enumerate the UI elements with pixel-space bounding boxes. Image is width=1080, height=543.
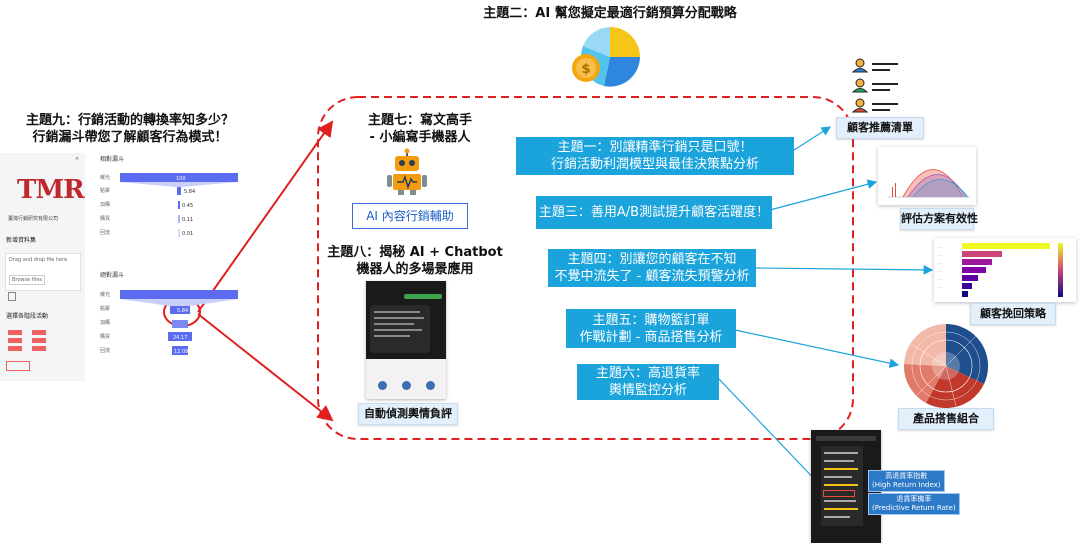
robot-icon (387, 148, 427, 195)
theme6-line1: 主題六：高退貨率 (595, 366, 700, 381)
svg-text:曝光: 曝光 (100, 174, 110, 181)
svg-text:購買: 購買 (100, 333, 110, 340)
svg-text:點擊: 點擊 (100, 305, 110, 312)
product-sunburst-chart (903, 323, 989, 408)
svg-text:-----: ----- (937, 285, 942, 289)
svg-text:-----: ----- (937, 253, 942, 257)
theme5-line2: 作戰計劃 - 商品搭售分析 (579, 329, 723, 345)
return-rate-phone-screenshot (811, 430, 881, 543)
svg-text:點擊: 點擊 (100, 187, 110, 194)
svg-text:加購: 加購 (100, 319, 110, 326)
callout1-line2: (High Return Index) (872, 481, 941, 489)
callout1-line1: 高退貨率指數 (885, 472, 928, 480)
theme4-line1: 主題四：別讓您的顧客在不知 (567, 252, 737, 267)
upload-text: Drag and drop file here (9, 257, 68, 263)
theme1-line2: 行銷活動利潤模型與最佳決策點分析 (550, 157, 759, 172)
top-theme-title: 主題二：AI 幫您擬定最適行銷預算分配戰略 (483, 6, 737, 21)
theme6-box[interactable]: 主題六：高退貨率 輿情監控分析 (577, 364, 719, 400)
churn-recovery-label: 顧客挽回策略 (970, 303, 1056, 325)
theme7-title-line1: 主題七：寫文高手 (367, 113, 472, 128)
theme8-title-line1: 主題八：揭秘 AI + Chatbot (327, 245, 503, 260)
theme7-title-line2: - 小編寫手機器人 (369, 130, 471, 145)
svg-text:加購: 加購 (100, 201, 110, 208)
ab-test-distribution-chart (878, 147, 976, 205)
close-icon[interactable]: × (75, 156, 80, 162)
theme3-line1: 主題三：善用A/B測試提升顧客活躍度！ (538, 205, 770, 220)
funnel-top-v3: 0.11 (182, 217, 193, 223)
dataset-heading: 新增資料集 (6, 237, 37, 244)
negative-sentiment-label: 自動偵測輿情負評 (358, 403, 458, 425)
ai-content-marketing-button[interactable]: AI 內容行銷輔助 (352, 203, 468, 229)
relative-funnel-title: 相對漏斗 (100, 156, 125, 163)
theme8-title-line2: 機器人的多場景應用 (356, 262, 474, 277)
churn-bar-chart: ----- ----- ----- ----- ----- ----- (934, 238, 1076, 302)
theme4-box[interactable]: 主題四：別讓您的顧客在不知 不覺中流失了 - 顧客流失預警分析 (548, 249, 756, 287)
recommendation-list-label: 顧客推薦清單 (836, 117, 924, 139)
theme4-line2: 不覺中流失了 - 顧客流失預警分析 (554, 269, 750, 284)
theme5-line1: 主題五：購物籃訂單 (592, 312, 710, 328)
product-bundle-label: 產品搭售組合 (898, 408, 994, 430)
chatbot-phone-screenshot (366, 281, 446, 399)
predictive-return-rate-callout: 退貨率機率 (Predictive Return Rate) (868, 493, 960, 515)
svg-text:-----: ----- (937, 261, 942, 265)
evaluation-effectiveness-label: 評估方案有效性 (900, 208, 978, 230)
tmr-logo: TMR (17, 175, 85, 205)
high-return-index-callout: 高退貨率指數 (High Return Index) (868, 470, 945, 492)
funnel-bottom-v1: 5.84 (177, 308, 188, 314)
theme9-title-line1: 主題九：行銷活動的轉換率知多少？ (25, 113, 234, 128)
callout2-line1: 退貨率機率 (896, 495, 932, 503)
svg-text:$: $ (581, 62, 590, 77)
theme1-box[interactable]: 主題一：別讓精準行銷只是口號！ 行銷活動利潤模型與最佳決策點分析 (516, 137, 794, 175)
dashed-frame (317, 96, 854, 440)
svg-text:回流: 回流 (100, 229, 110, 236)
funnel-top-v1: 5.84 (184, 189, 195, 195)
org-name: 臺灣行銷研究有限公司 (8, 216, 59, 222)
funnel-app-sidebar: × TMR 臺灣行銷研究有限公司 新增資料集 Drag and drop fil… (0, 153, 85, 381)
svg-text:曝光: 曝光 (100, 291, 110, 298)
run-button[interactable] (6, 361, 30, 371)
upload-dropzone[interactable]: Drag and drop file here Browse files (5, 253, 81, 291)
customer-list-icon (851, 58, 898, 113)
funnel-bottom-v3: 24.17 (173, 335, 187, 341)
funnel-top-v0: 100 (176, 176, 186, 182)
theme9-title-line2: 行銷漏斗帶您了解顧客行為模式！ (32, 130, 228, 145)
theme6-line2: 輿情監控分析 (608, 383, 687, 398)
funnel-bottom-v4: 12.09 (174, 349, 188, 355)
file-icon (8, 292, 16, 301)
pie-coin-icon: $ (572, 27, 640, 87)
funnel-top-v2: 0.45 (182, 203, 193, 209)
theme1-line1: 主題一：別讓精準行銷只是口號！ (557, 140, 753, 155)
browse-files-button[interactable]: Browse files (9, 275, 46, 285)
callout2-line2: (Predictive Return Rate) (872, 504, 956, 512)
svg-text:回流: 回流 (100, 347, 110, 354)
svg-text:-----: ----- (937, 277, 942, 281)
svg-text:-----: ----- (937, 245, 942, 249)
stage-tags[interactable] (6, 330, 78, 352)
svg-text:-----: ----- (937, 269, 942, 273)
theme5-box[interactable]: 主題五：購物籃訂單 作戰計劃 - 商品搭售分析 (566, 309, 736, 348)
svg-text:購買: 購買 (100, 215, 110, 222)
theme3-box[interactable]: 主題三：善用A/B測試提升顧客活躍度！ (536, 196, 772, 229)
funnel-top-v4: 0.01 (182, 231, 193, 237)
absolute-funnel-title: 絕對漏斗 (100, 272, 125, 279)
stage-select-heading: 選擇各階段活動 (6, 313, 49, 320)
